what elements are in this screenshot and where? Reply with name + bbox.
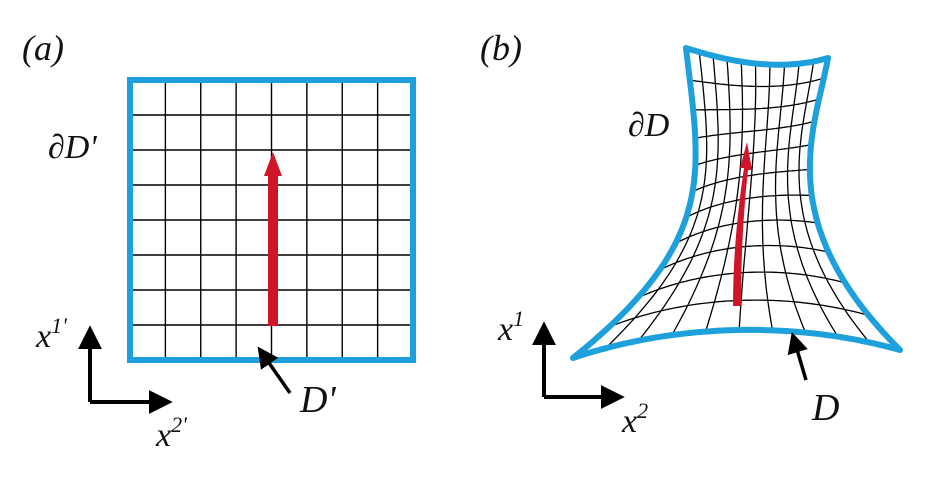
panel-b-grid-line-vertical bbox=[605, 52, 708, 349]
panel-b-grid-line-horizontal bbox=[695, 144, 812, 166]
panel-b-axis-vertical-label: x1 bbox=[497, 306, 524, 348]
panel-a: (a) ∂D' D' x1' x2' bbox=[22, 28, 416, 454]
panel-b-grid-line-horizontal bbox=[689, 77, 824, 88]
panel-a-axis-vertical-label: x1' bbox=[35, 313, 67, 355]
panel-a-axis-horizontal-label: x2' bbox=[155, 412, 187, 454]
panel-a-domain-label: D' bbox=[299, 379, 336, 421]
panel-b-grid-line-horizontal bbox=[659, 244, 829, 271]
panel-b-grid-line-vertical bbox=[704, 61, 744, 332]
panel-b-grid-line-vertical bbox=[774, 64, 807, 333]
panel-b-grid-line-vertical bbox=[786, 63, 839, 337]
panel-a-vector-arrow bbox=[264, 152, 282, 326]
panel-b-tag: (b) bbox=[480, 28, 522, 68]
panel-b-axes bbox=[532, 321, 625, 409]
panel-b-grid-line-horizontal bbox=[675, 219, 818, 245]
panel-b-grid-line-vertical bbox=[761, 64, 774, 331]
panel-b-grid-line-horizontal bbox=[693, 98, 820, 111]
panel-b-grid bbox=[605, 52, 870, 349]
panel-b-grid-line-vertical bbox=[798, 61, 870, 343]
panel-b-grid-line-vertical bbox=[637, 55, 719, 342]
panel-b-grid-line-vertical bbox=[738, 63, 757, 331]
panel-b-vector-arrow bbox=[733, 142, 752, 306]
panel-b-grid-line-horizontal bbox=[695, 120, 815, 139]
panel-a-boundary-label: ∂D' bbox=[48, 129, 97, 166]
panel-b-grid-line-vertical bbox=[671, 58, 731, 336]
panel-a-domain-pointer bbox=[257, 346, 292, 395]
panel-b-boundary bbox=[570, 45, 903, 361]
panel-b-domain-pointer bbox=[787, 331, 808, 381]
panel-b-grid-line-horizontal bbox=[637, 271, 846, 299]
panel-b-grid-line-horizontal bbox=[608, 299, 869, 328]
panel-b-boundary-label: ∂D bbox=[628, 107, 670, 144]
panel-b-grid-line-horizontal bbox=[692, 168, 810, 193]
panel-b-axis-horizontal-label: x2 bbox=[621, 398, 648, 440]
panel-b: (b) ∂D D x1 x2 bbox=[480, 28, 903, 440]
panel-a-axes bbox=[78, 325, 173, 414]
panel-b-domain-label: D bbox=[811, 387, 839, 429]
panel-a-tag: (a) bbox=[22, 28, 64, 68]
panel-b-grid-line-horizontal bbox=[685, 194, 812, 219]
